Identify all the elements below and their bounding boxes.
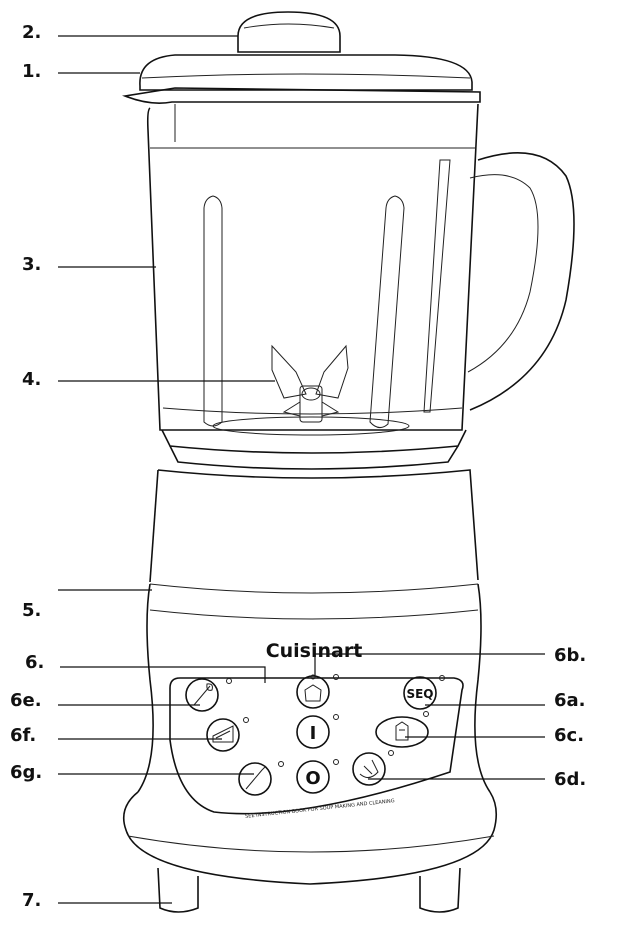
callout-4: 4. — [22, 369, 41, 390]
callout-6c: 6c. — [554, 725, 584, 746]
callout-2: 2. — [22, 22, 41, 43]
off-button[interactable]: O — [296, 759, 339, 794]
heat-button[interactable] — [206, 717, 249, 752]
puree-button[interactable] — [352, 750, 394, 786]
motor-base — [122, 469, 498, 913]
callout-6f: 6f. — [10, 725, 36, 746]
brand-logo: Cuisinart — [266, 640, 363, 662]
on-button[interactable]: I — [296, 714, 339, 749]
callout-6g: 6g. — [10, 762, 42, 783]
blend-button[interactable] — [238, 761, 284, 796]
seq-button-label: SEQ — [406, 687, 433, 701]
control-panel: SEE INSTRUCTION BOOK FOR SOUP MAKING AND… — [169, 674, 464, 820]
callout-1: 1. — [22, 61, 41, 82]
seq-button[interactable]: SEQ — [403, 675, 445, 710]
blade-assembly — [212, 344, 410, 436]
feet — [157, 867, 461, 913]
callout-6: 6. — [25, 652, 44, 673]
lid — [139, 54, 473, 91]
callout-3: 3. — [22, 254, 41, 275]
lid-cap — [237, 11, 341, 53]
callout-6e: 6e. — [10, 690, 42, 711]
callout-6b: 6b. — [554, 645, 586, 666]
jar — [122, 87, 575, 470]
leader-6 — [60, 666, 266, 683]
on-button-label: I — [310, 723, 317, 744]
stir-button[interactable] — [185, 678, 232, 712]
off-button-label: O — [305, 768, 320, 789]
callout-5: 5. — [22, 600, 41, 621]
callout-6a: 6a. — [554, 690, 586, 711]
leader-6b — [314, 653, 545, 676]
callout-lines — [58, 35, 545, 904]
chop-button[interactable] — [375, 711, 429, 748]
ice-crush-button[interactable] — [296, 674, 339, 709]
callout-6d: 6d. — [554, 769, 586, 790]
panel-fine-print: SEE INSTRUCTION BOOK FOR SOUP MAKING AND… — [245, 798, 395, 820]
callout-7: 7. — [22, 890, 41, 911]
callout-labels: 2. 1. 3. 4. 5. 6. 6b. 6e. 6a. 6f. 6c. 6g… — [10, 22, 586, 911]
